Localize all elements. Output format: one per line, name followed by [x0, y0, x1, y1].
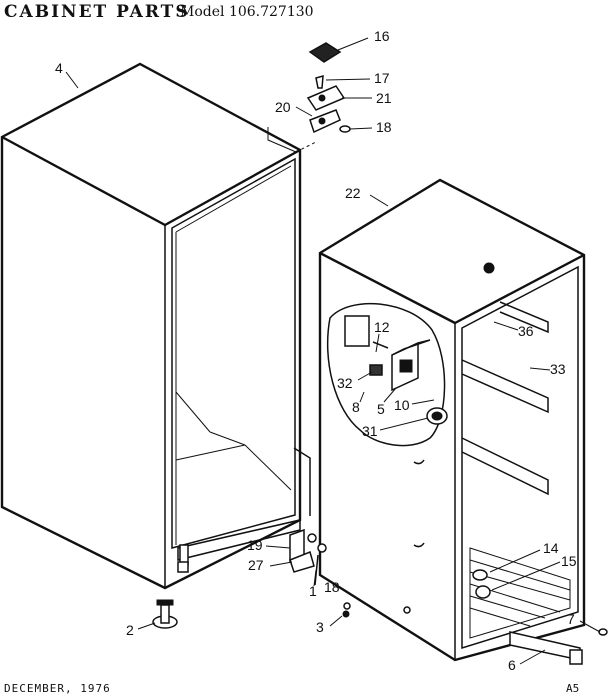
- model-number: Model 106.727130: [180, 4, 314, 20]
- callout-18-top: 18: [376, 119, 392, 135]
- callout-4: 4: [55, 60, 63, 76]
- callout-12: 12: [374, 319, 390, 335]
- leveling-leg: [152, 599, 178, 629]
- callout-19: 19: [247, 537, 263, 553]
- callout-15: 15: [561, 553, 577, 569]
- callout-8: 8: [352, 399, 360, 415]
- lower-hinge-parts: [289, 528, 327, 586]
- callout-20: 20: [275, 99, 291, 115]
- outer-cabinet: [0, 62, 317, 590]
- callout-27: 27: [248, 557, 264, 573]
- cabinet-liner: [318, 178, 586, 662]
- callout-5: 5: [377, 401, 385, 417]
- callout-31: 31: [362, 423, 378, 439]
- callout-10: 10: [394, 397, 410, 413]
- callout-16: 16: [374, 28, 390, 44]
- callout-numbers: 16 17 21 20 18 4 22 12 36 33 32 8 5 10 3…: [55, 28, 577, 673]
- callout-22: 22: [345, 185, 361, 201]
- callout-21: 21: [376, 90, 392, 106]
- callout-leaders: [65, 37, 601, 665]
- publication-date: DECEMBER, 1976: [4, 682, 111, 695]
- callout-6: 6: [508, 657, 516, 673]
- callout-2: 2: [126, 622, 134, 638]
- callout-33: 33: [550, 361, 566, 377]
- callout-32: 32: [337, 375, 353, 391]
- callout-3: 3: [316, 619, 324, 635]
- page-id: A5: [566, 682, 580, 695]
- callout-1: 1: [309, 583, 317, 599]
- callout-17: 17: [374, 70, 390, 86]
- bottom-parts: [342, 569, 608, 665]
- callout-14: 14: [543, 540, 559, 556]
- control-cutaway: [326, 302, 448, 447]
- callout-36: 36: [518, 323, 534, 339]
- top-hinge-parts: [306, 42, 351, 134]
- callout-7: 7: [567, 611, 575, 627]
- diagram-title: CABINET PARTS: [4, 2, 190, 22]
- callout-18-bottom: 18: [324, 579, 340, 595]
